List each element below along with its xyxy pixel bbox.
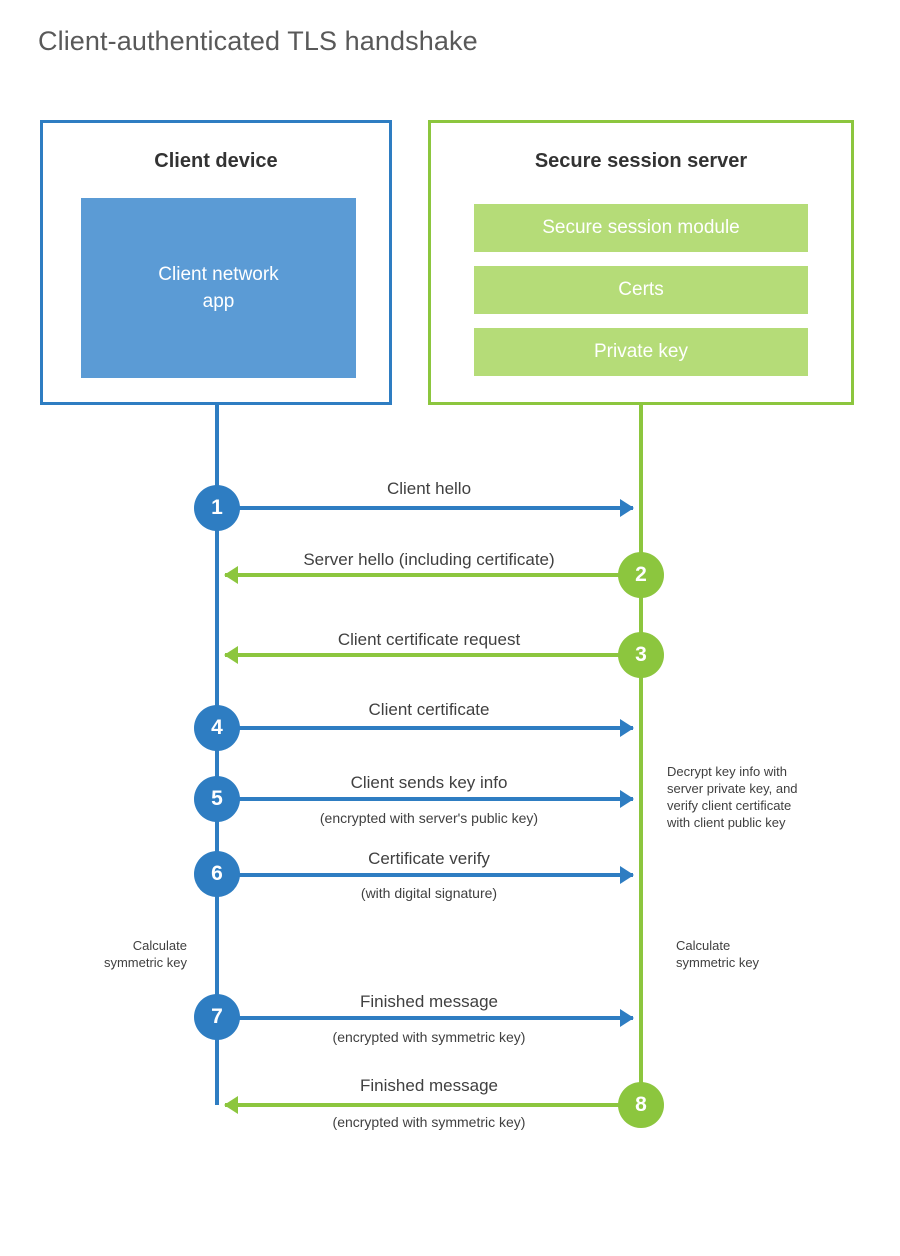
arrowhead-right-icon bbox=[620, 866, 634, 884]
step-6-sublabel: (with digital signature) bbox=[360, 885, 498, 901]
step-7-badge: 7 bbox=[194, 994, 240, 1040]
arrowhead-right-icon bbox=[620, 719, 634, 737]
step-7-label: Finished message bbox=[360, 992, 498, 1011]
step-6-label: Certificate verify bbox=[368, 849, 490, 868]
step-3-arrow bbox=[224, 646, 641, 664]
step-7-arrow bbox=[217, 1009, 634, 1027]
page-title: Client-authenticated TLS handshake bbox=[38, 26, 478, 56]
server-decrypt-note: Decrypt key info with server private key… bbox=[667, 764, 798, 830]
step-1-badge: 1 bbox=[194, 485, 240, 531]
step-5-sublabel: (encrypted with server's public key) bbox=[319, 810, 539, 826]
certs-block: Certs bbox=[474, 266, 808, 314]
client-device-title: Client device bbox=[154, 150, 278, 172]
step-8-badge: 8 bbox=[618, 1082, 664, 1128]
step-5-label: Client sends key info bbox=[350, 773, 508, 792]
step-2-arrow bbox=[224, 566, 641, 584]
arrowhead-left-icon bbox=[224, 566, 238, 584]
step-8-sublabel: (encrypted with symmetric key) bbox=[332, 1114, 526, 1130]
client-lifeline bbox=[215, 405, 219, 1105]
step-7-sublabel: (encrypted with symmetric key) bbox=[332, 1029, 526, 1045]
step-4-arrow bbox=[217, 719, 634, 737]
secure-session-module-block: Secure session module bbox=[474, 204, 808, 252]
client-calculate-symmetric-key-note: Calculate symmetric key bbox=[103, 938, 187, 970]
private-key-block: Private key bbox=[474, 328, 808, 376]
secure-session-server-box: Secure session server Secure session mod… bbox=[428, 120, 854, 405]
step-2-label: Server hello (including certificate) bbox=[303, 550, 555, 569]
arrowhead-left-icon bbox=[224, 1096, 238, 1114]
step-4-label: Client certificate bbox=[368, 700, 490, 719]
arrowhead-left-icon bbox=[224, 646, 238, 664]
step-6-arrow bbox=[217, 866, 634, 884]
arrowhead-right-icon bbox=[620, 1009, 634, 1027]
secure-session-server-title: Secure session server bbox=[534, 150, 748, 172]
step-2-badge: 2 bbox=[618, 552, 664, 598]
step-1-arrow bbox=[217, 499, 634, 517]
client-network-app-block: Client network app bbox=[81, 198, 356, 378]
step-5-arrow bbox=[217, 790, 634, 808]
arrowhead-right-icon bbox=[620, 499, 634, 517]
client-device-box: Client device Client network app bbox=[40, 120, 392, 405]
step-8-label: Finished message bbox=[360, 1076, 498, 1095]
server-calculate-symmetric-key-note: Calculate symmetric key bbox=[676, 938, 760, 970]
step-8-arrow bbox=[224, 1096, 641, 1114]
step-6-badge: 6 bbox=[194, 851, 240, 897]
step-1-label: Client hello bbox=[386, 479, 472, 498]
step-4-badge: 4 bbox=[194, 705, 240, 751]
step-3-label: Client certificate request bbox=[337, 630, 521, 649]
step-5-badge: 5 bbox=[194, 776, 240, 822]
arrowhead-right-icon bbox=[620, 790, 634, 808]
server-lifeline bbox=[639, 405, 643, 1105]
step-3-badge: 3 bbox=[618, 632, 664, 678]
